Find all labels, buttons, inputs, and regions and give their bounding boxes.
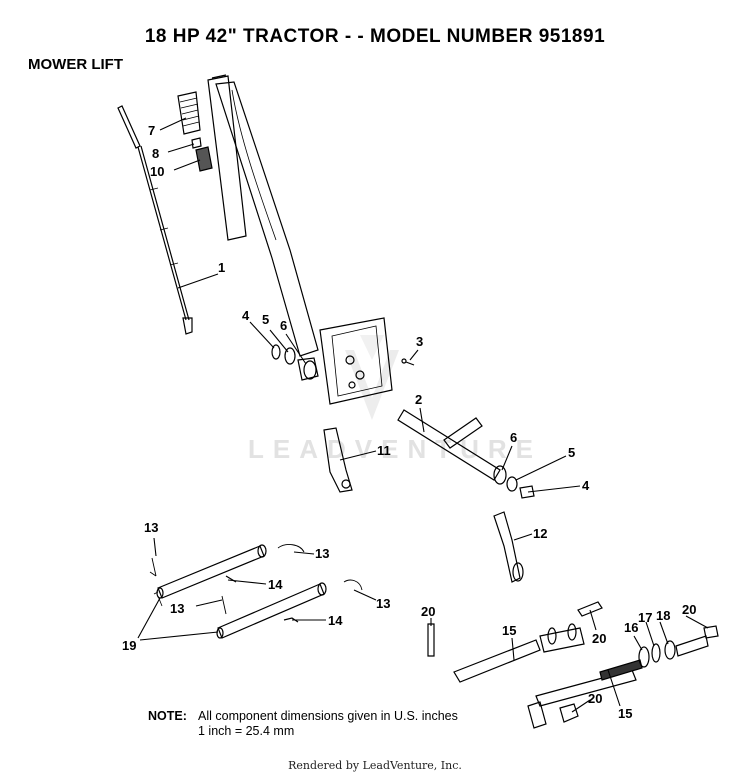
part-lift-bars-19 [153, 544, 327, 639]
part-lift-shaft [397, 409, 535, 499]
label-part-14-a: 14 [268, 577, 283, 592]
label-part-3: 3 [416, 334, 423, 349]
part-lift-bracket [297, 317, 393, 405]
label-part-14-b: 14 [328, 613, 343, 628]
section-title: MOWER LIFT [28, 56, 123, 73]
leader-lines [137, 117, 709, 713]
page-title: 18 HP 42" TRACTOR - - MODEL NUMBER 95189… [144, 26, 606, 47]
part-pin-3 [401, 358, 415, 366]
label-part-20-a: 20 [421, 604, 435, 619]
label-part-5-right: 5 [568, 445, 575, 460]
part-lift-link-15 [453, 623, 643, 729]
part-washer-left [271, 344, 317, 380]
part-lift-rod [117, 105, 193, 335]
label-part-6-left: 6 [280, 318, 287, 333]
label-part-4-left: 4 [242, 308, 250, 323]
part-spring [177, 91, 201, 135]
part-sleeve-10 [195, 146, 213, 172]
label-part-8: 8 [152, 146, 159, 161]
label-part-20-b: 20 [592, 631, 606, 646]
label-part-18: 18 [656, 608, 670, 623]
label-part-20-d: 20 [588, 691, 602, 706]
label-part-20-c: 20 [682, 602, 696, 617]
part-pin-8 [191, 137, 202, 149]
label-part-1: 1 [218, 260, 225, 275]
label-part-17: 17 [638, 610, 652, 625]
label-part-13-c: 13 [170, 601, 184, 616]
label-part-11: 11 [377, 443, 391, 458]
label-part-13-a: 13 [144, 520, 158, 535]
label-part-7: 7 [148, 123, 155, 138]
label-part-4-right: 4 [582, 478, 590, 493]
part-washers-16-18 [638, 635, 709, 668]
label-part-10: 10 [150, 164, 164, 179]
label-part-6-right: 6 [510, 430, 517, 445]
part-hairpin-13 [149, 544, 363, 615]
label-part-15-a: 15 [502, 623, 516, 638]
part-lift-arm-11 [323, 427, 353, 493]
label-part-19: 19 [122, 638, 136, 653]
part-clevis-14 [225, 575, 299, 623]
label-part-13-b: 13 [315, 546, 329, 561]
label-part-12: 12 [533, 526, 547, 541]
watermark-text: LEADVENTURE [248, 434, 542, 464]
part-lift-handle-tube [207, 74, 319, 357]
dimension-note: NOTE: All component dimensions given in U… [148, 709, 458, 739]
label-part-16: 16 [624, 620, 638, 635]
label-part-5-left: 5 [262, 312, 269, 327]
footer-credit: Rendered by LeadVenture, Inc. [288, 759, 462, 772]
part-clevis-pin-20 [427, 601, 719, 723]
note-line-1: All component dimensions given in U.S. i… [198, 709, 458, 723]
watermark-logo-icon [345, 335, 399, 420]
label-part-2: 2 [415, 392, 422, 407]
label-part-13-d: 13 [376, 596, 390, 611]
note-line-2: 1 inch = 25.4 mm [198, 724, 295, 738]
part-link-12 [493, 511, 524, 583]
label-part-15-b: 15 [618, 706, 632, 721]
note-label: NOTE: [148, 709, 187, 723]
